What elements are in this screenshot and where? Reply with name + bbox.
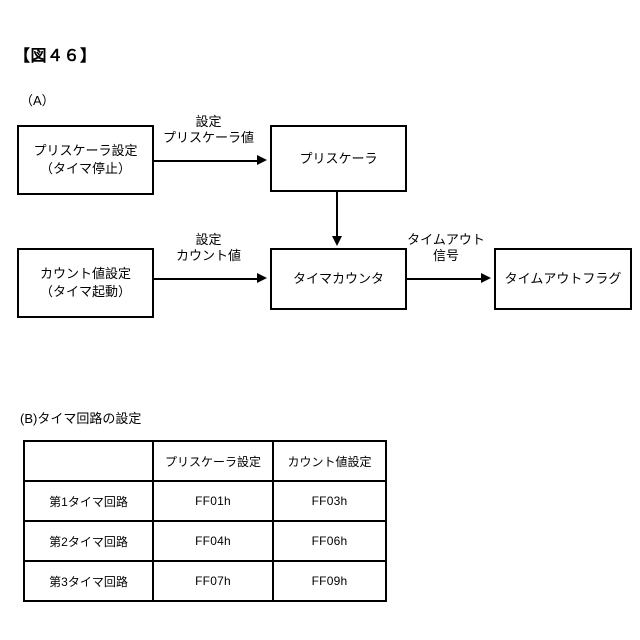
figure-number-title: 【図４６】 [14,48,97,65]
table-cell-timer3-prescaler: FF07h [152,560,274,602]
node-timeout-flag: タイムアウトフラグ [494,248,632,310]
table-cell-timer1-count: FF03h [272,480,387,522]
table-cell-timer2-count: FF06h [272,520,387,562]
edge-label-prescaler-value-line2: プリスケーラ値 [162,130,254,146]
node-count-value-setting-line1: カウント値設定 [39,266,131,282]
table-header-corner [23,440,154,482]
connector-count-setting-to-timer-counter [154,278,258,280]
arrowhead-right-icon [257,155,267,165]
table-row-label-timer3: 第3タイマ回路 [23,560,154,602]
edge-label-count-value-line2: カウント値 [175,248,241,264]
table-row: 第1タイマ回路 FF01h FF03h [23,480,387,522]
table-header-row: プリスケーラ設定 カウント値設定 [23,440,387,482]
section-label-a: （A） [20,93,55,108]
edge-label-timeout-signal-line2: 信号 [432,248,459,264]
node-prescaler: プリスケーラ [270,125,407,192]
table-header-prescaler-setting: プリスケーラ設定 [152,440,274,482]
node-timeout-flag-line1: タイムアウトフラグ [504,271,622,287]
edge-label-prescaler-value-line1: 設定 [195,114,222,129]
table-row: 第3タイマ回路 FF07h FF09h [23,560,387,602]
node-prescaler-setting-line2: （タイマ停止） [39,161,131,176]
table-header-count-value-setting: カウント値設定 [272,440,387,482]
section-label-b: (B)タイマ回路の設定 [20,411,142,426]
node-prescaler-line1: プリスケーラ [299,150,378,166]
table-row: 第2タイマ回路 FF04h FF06h [23,520,387,562]
node-timer-counter-line1: タイマカウンタ [292,271,384,287]
arrowhead-right-icon [257,273,267,283]
arrowhead-down-icon [332,236,342,246]
connector-prescaler-to-timer-counter [336,192,338,236]
node-timer-counter: タイマカウンタ [270,248,407,310]
edge-label-count-value: 設定 カウント値 [156,232,261,265]
table-cell-timer1-prescaler: FF01h [152,480,274,522]
node-prescaler-setting: プリスケーラ設定 （タイマ停止） [17,125,154,195]
connector-timer-counter-to-timeout-flag [407,278,482,280]
connector-prescaler-setting-to-prescaler [154,160,258,162]
edge-label-count-value-line1: 設定 [195,232,222,247]
node-count-value-setting: カウント値設定 （タイマ起動） [17,248,154,318]
edge-label-timeout-signal-line1: タイムアウト [407,232,485,247]
timer-circuit-settings-table: プリスケーラ設定 カウント値設定 第1タイマ回路 FF01h FF03h 第2タ… [23,440,387,602]
table-row-label-timer1: 第1タイマ回路 [23,480,154,522]
node-prescaler-setting-line1: プリスケーラ設定 [33,143,138,159]
edge-label-prescaler-value: 設定 プリスケーラ値 [156,114,261,147]
edge-label-timeout-signal: タイムアウト 信号 [404,232,488,265]
table-row-label-timer2: 第2タイマ回路 [23,520,154,562]
arrowhead-right-icon [481,273,491,283]
node-count-value-setting-line2: （タイマ起動） [39,284,131,299]
table-cell-timer2-prescaler: FF04h [152,520,274,562]
table-cell-timer3-count: FF09h [272,560,387,602]
